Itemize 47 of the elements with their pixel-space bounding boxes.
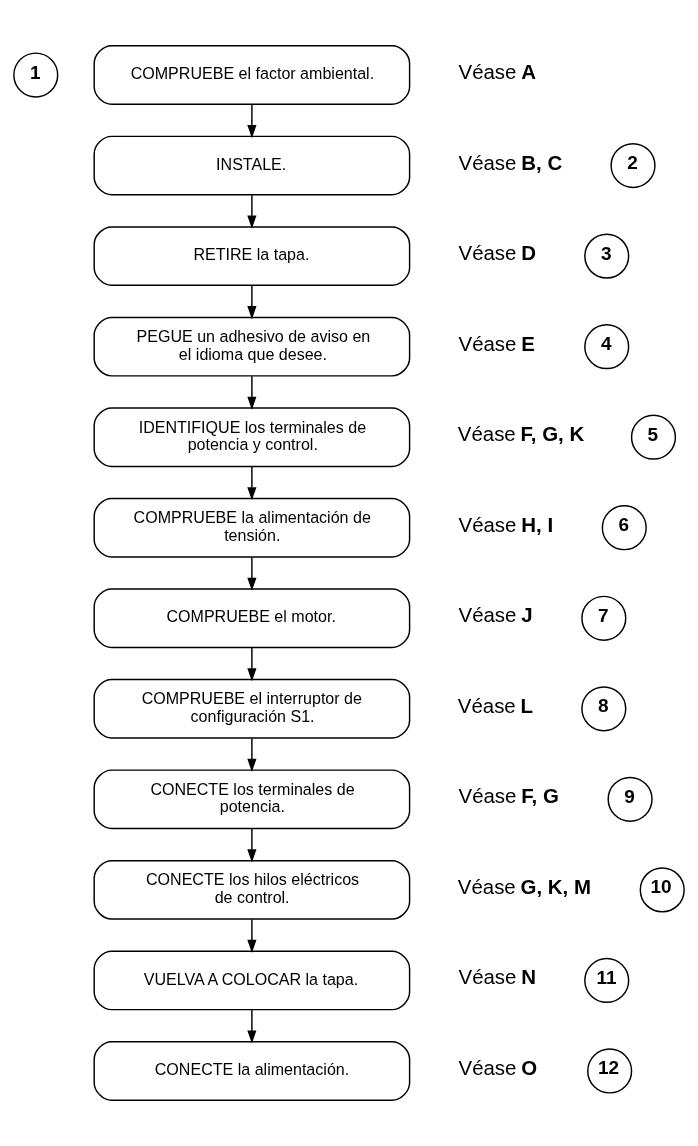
arrow [247,1009,257,1044]
node-label: Véase E [458,331,535,355]
node-circle: 8 [581,686,627,732]
arrow [247,918,257,953]
arrow [247,103,257,139]
node-box: RETIRE la tapa. [93,226,411,287]
node-box: COMPRUEBE el interruptor de configuración S1. [93,678,411,739]
node-label: Véase B, C [458,150,563,174]
node-box: CONECTE los hilos eléctricos de control. [93,859,411,920]
node-circle: 6 [601,505,647,551]
node-circle: 4 [584,324,630,370]
node-label: Véase F, G, K [457,422,585,446]
arrow [247,375,257,410]
arrow [247,466,257,501]
arrow [247,285,257,320]
node-circle: 5 [630,414,677,460]
node-circle: 7 [581,595,627,641]
arrow [247,737,257,772]
node-label: Véase D [458,241,537,265]
node-circle: 11 [584,957,630,1004]
node-circle: 3 [584,233,630,279]
node-box: COMPRUEBE la alimentación de tensión. [93,497,411,558]
node-label: Véase N [458,965,537,989]
arrow [247,194,257,229]
arrow [247,556,257,591]
node-label: Véase A [458,59,537,83]
node-circle: 10 [639,867,685,913]
node-box: INSTALE. [93,135,411,196]
node-label: Véase L [457,693,534,717]
node-box: CONECTE la alimentación. [93,1041,411,1101]
node-circle: 2 [610,142,656,189]
node-label: Véase G, K, M [457,874,591,898]
arrow [247,828,257,863]
node-label: Véase O [458,1055,538,1079]
node-box: COMPRUEBE el factor ambiental. [93,45,411,105]
node-box: CONECTE los terminales de potencia. [93,769,411,830]
node-label: Véase J [458,603,533,627]
node-box: VUELVA A COLOCAR la tapa. [93,950,411,1011]
node-circle: 12 [587,1048,633,1094]
node-box: COMPRUEBE el motor. [93,588,411,649]
node-box: PEGUE un adhesivo de aviso en el idioma que desee. [93,316,411,377]
node-label: Véase H, I [458,512,554,536]
node-box: IDENTIFIQUE los terminales de potencia y control. [93,407,411,468]
arrow [247,647,257,682]
node-label: Véase F, G [458,784,559,808]
node-circle: 1 [13,52,59,98]
node-circle: 9 [607,776,653,822]
